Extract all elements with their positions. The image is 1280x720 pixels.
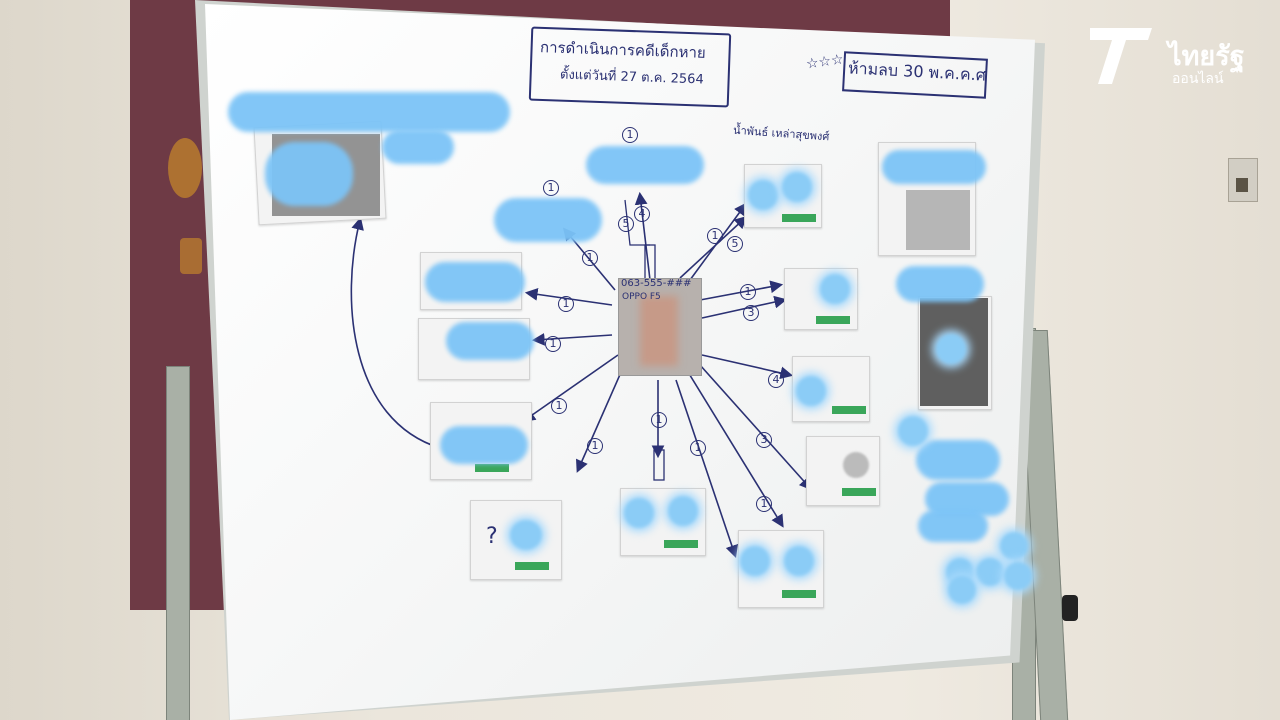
logo-title: ไทยรัฐ bbox=[1168, 41, 1245, 72]
avatar bbox=[843, 452, 869, 478]
phone-number-label: 063-555-### bbox=[621, 278, 692, 289]
annotation-number: 1 bbox=[582, 250, 598, 266]
emblem-icon bbox=[168, 138, 202, 198]
redaction-circle bbox=[820, 274, 850, 304]
annotation-number: 1 bbox=[756, 496, 772, 512]
redaction-blob bbox=[586, 146, 704, 184]
knob-icon bbox=[1062, 595, 1078, 621]
redaction-blob bbox=[425, 262, 525, 302]
green-button bbox=[782, 590, 816, 598]
redaction-blob bbox=[382, 130, 454, 164]
redaction-circle bbox=[948, 576, 976, 604]
redaction-circle bbox=[668, 496, 698, 526]
annotation-number: 4 bbox=[768, 372, 784, 388]
question-mark: ? bbox=[486, 524, 498, 549]
redaction-circle bbox=[510, 520, 542, 550]
annotation-number: 3 bbox=[743, 305, 759, 321]
annotation-number: 1 bbox=[740, 284, 756, 300]
green-button bbox=[842, 488, 876, 496]
annotation-number: 1 bbox=[545, 336, 561, 352]
redaction-circle bbox=[936, 334, 966, 364]
redaction-blob bbox=[916, 440, 1000, 480]
annotation-number: 5 bbox=[727, 236, 743, 252]
annotation-number: 1 bbox=[587, 438, 603, 454]
blurred-face bbox=[640, 296, 678, 366]
redaction-blob bbox=[446, 322, 534, 360]
document-image bbox=[906, 190, 970, 250]
annotation-number: 4 bbox=[634, 206, 650, 222]
green-button bbox=[515, 562, 549, 570]
emblem-small-icon bbox=[180, 238, 202, 274]
redaction-blob bbox=[265, 142, 353, 206]
annotation-number: 5 bbox=[618, 216, 634, 232]
redaction-blob bbox=[896, 266, 984, 302]
redaction-circle bbox=[898, 416, 928, 446]
redaction-circle bbox=[796, 376, 826, 406]
redaction-blob bbox=[494, 198, 602, 242]
green-button bbox=[816, 316, 850, 324]
device-label: OPPO F5 bbox=[622, 292, 661, 302]
annotation-number: 1 bbox=[707, 228, 723, 244]
stand-left-leg bbox=[166, 366, 190, 720]
redaction-circle bbox=[1004, 562, 1032, 590]
redaction-blob bbox=[918, 510, 988, 542]
green-button bbox=[782, 214, 816, 222]
redaction-circle bbox=[1000, 532, 1028, 560]
redaction-blob bbox=[228, 92, 510, 132]
annotation-number: 1 bbox=[558, 296, 574, 312]
annotation-number: 1 bbox=[543, 180, 559, 196]
annotation-number: 1 bbox=[690, 440, 706, 456]
redaction-blob bbox=[440, 426, 528, 464]
redaction-circle bbox=[624, 498, 654, 528]
annotation-number: 1 bbox=[622, 127, 638, 143]
green-button bbox=[832, 406, 866, 414]
annotation-number: 1 bbox=[651, 412, 667, 428]
switch-icon bbox=[1236, 178, 1248, 192]
green-button bbox=[664, 540, 698, 548]
redaction-circle bbox=[782, 172, 812, 202]
green-button bbox=[475, 464, 509, 472]
thairath-logo-icon bbox=[1090, 28, 1152, 84]
annotation-number: 1 bbox=[551, 398, 567, 414]
logo-subtitle: ออนไลน์ bbox=[1172, 71, 1224, 87]
redaction-circle bbox=[784, 546, 814, 576]
annotation-number: 3 bbox=[756, 432, 772, 448]
redaction-circle bbox=[748, 180, 778, 210]
redaction-circle bbox=[976, 558, 1004, 586]
redaction-circle bbox=[740, 546, 770, 576]
redaction-blob bbox=[882, 150, 986, 184]
